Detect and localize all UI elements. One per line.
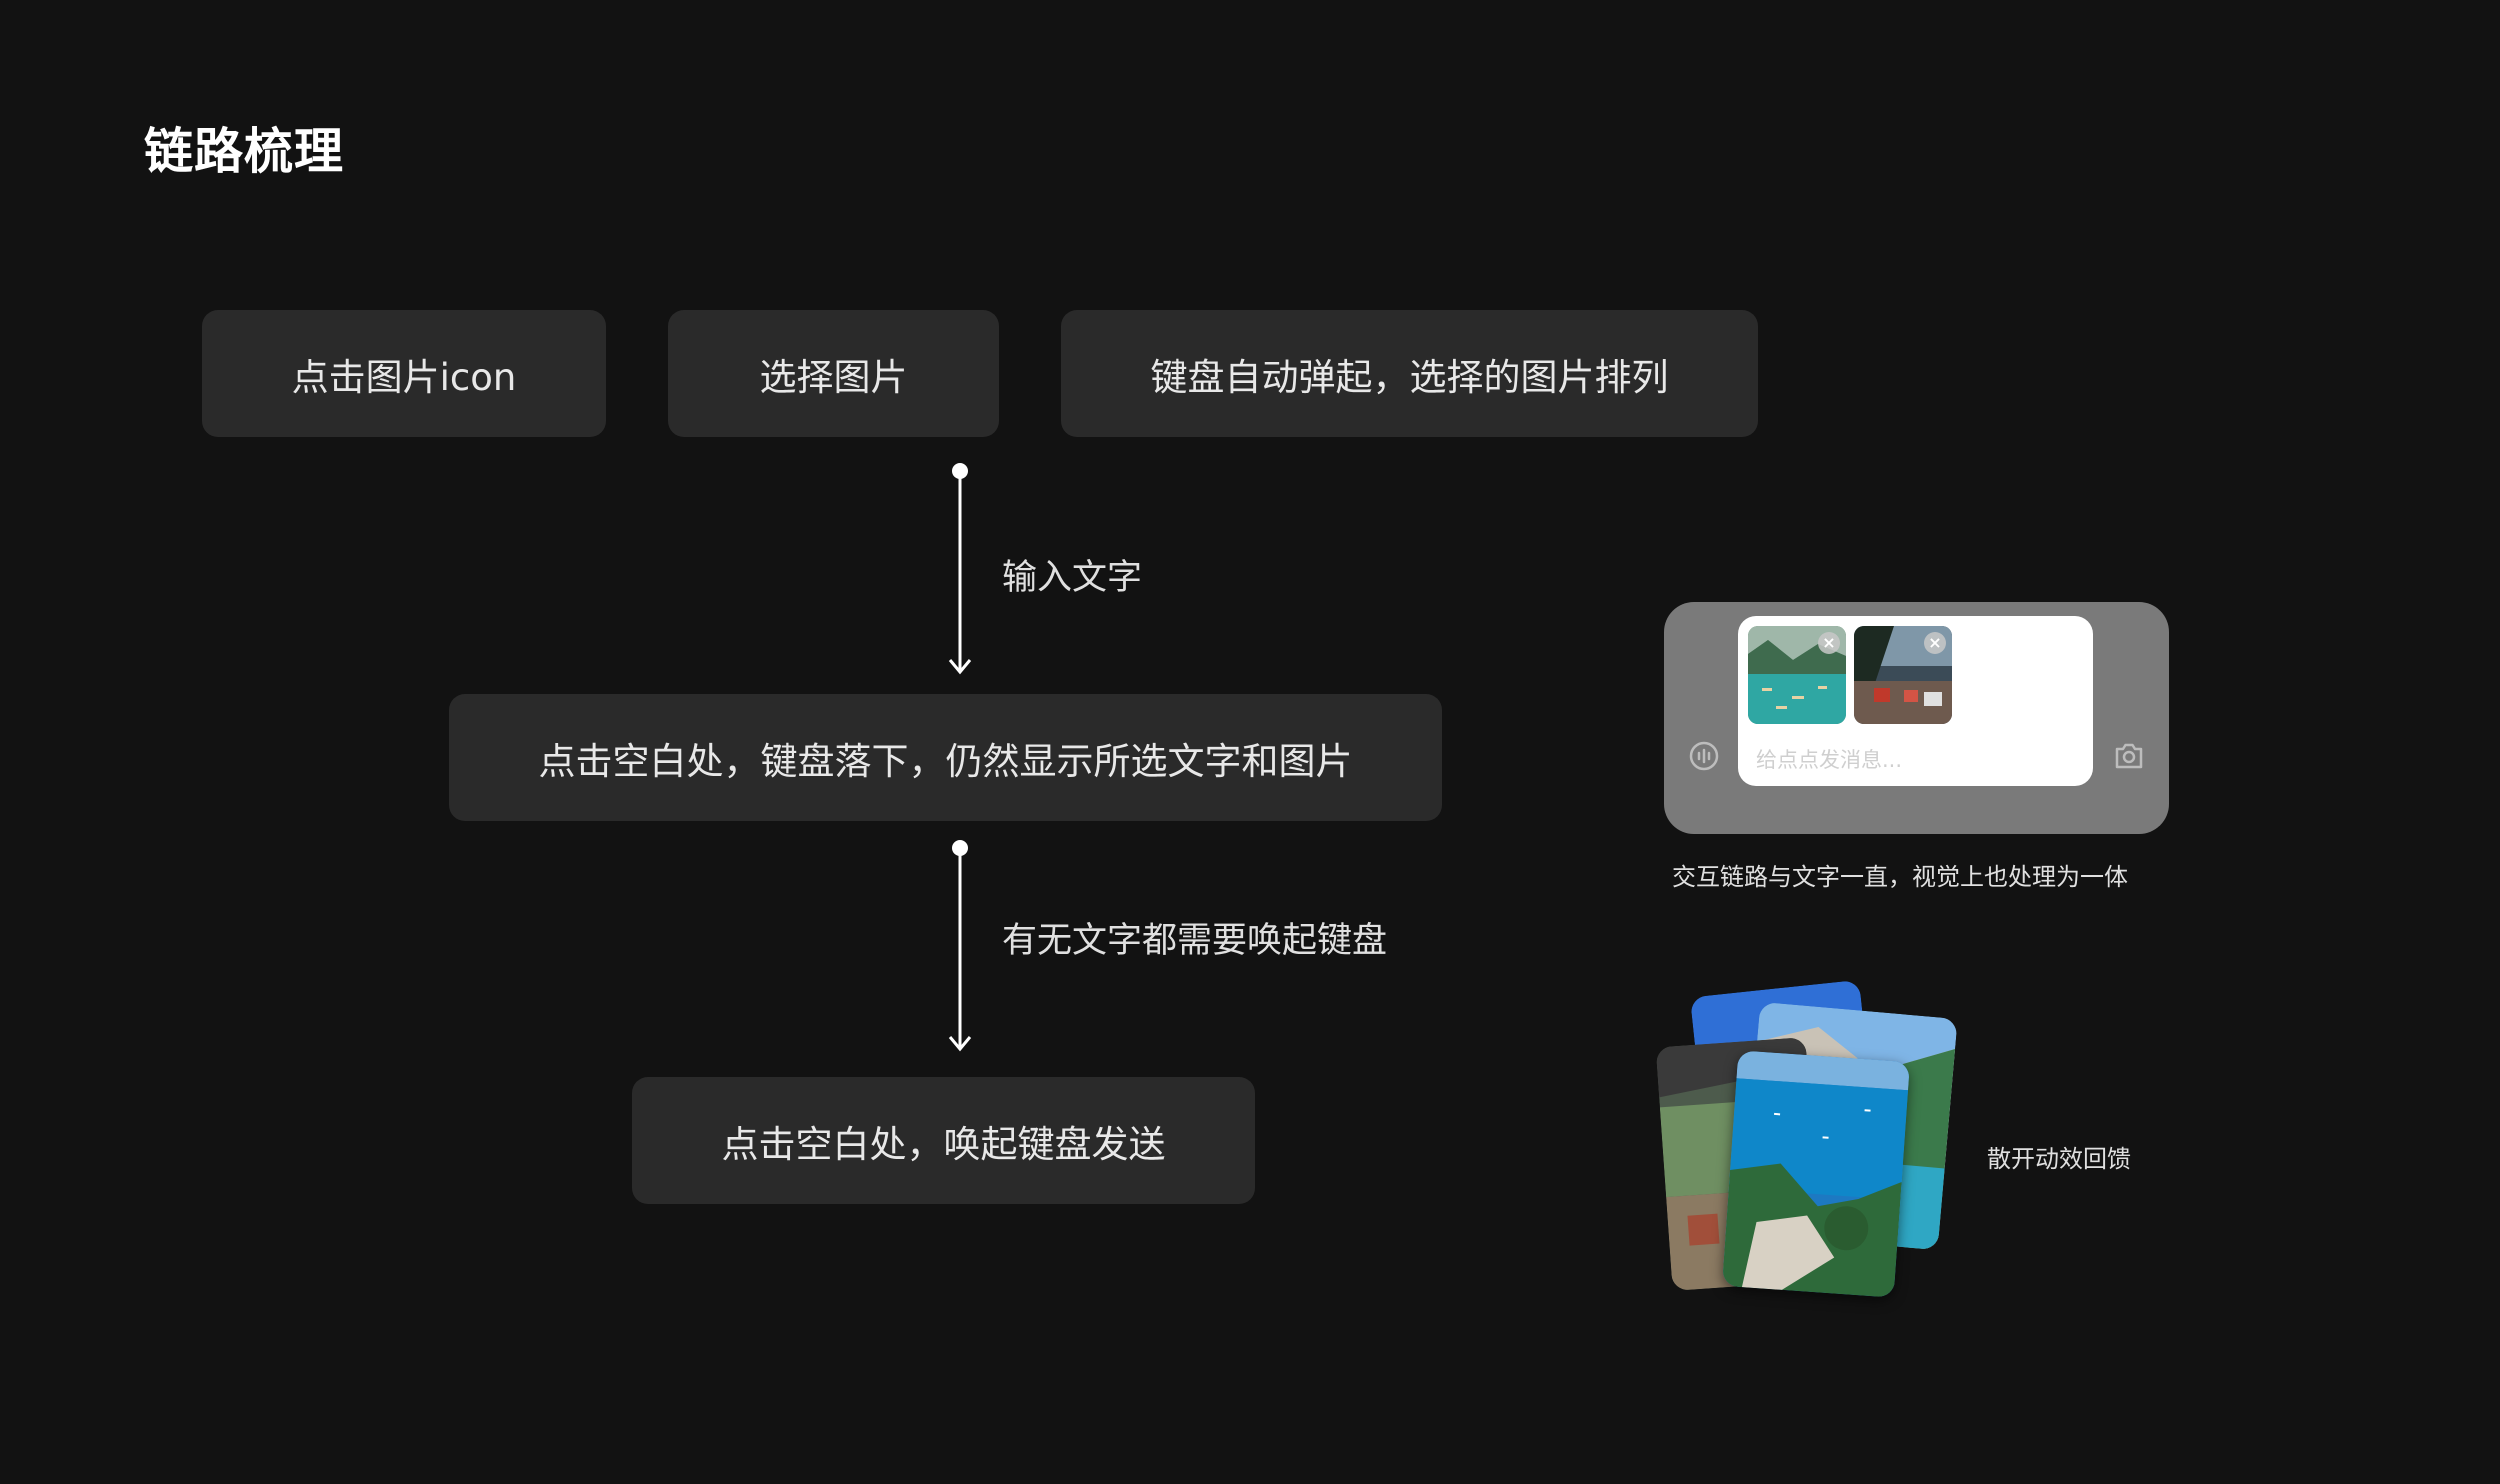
step-send: 点击空白处，唤起键盘发送 — [632, 1077, 1255, 1204]
page-title: 链路梳理 — [144, 123, 345, 180]
close-icon[interactable]: × — [1924, 632, 1946, 654]
selected-image-1: × — [1748, 626, 1846, 724]
connector-label-type-text: 输入文字 — [1002, 558, 1143, 598]
input-bar-mockup: × × 给点点发消息... — [1664, 602, 2169, 834]
mockup-caption: 交互链路与文字一直，视觉上也处理为一体 — [1672, 863, 2128, 891]
step-keyboard-down: 点击空白处，键盘落下，仍然显示所选文字和图片 — [449, 694, 1442, 821]
connector-arrow-1 — [948, 463, 972, 675]
photo-front — [1721, 1050, 1911, 1298]
step-select-images: 选择图片 — [668, 310, 999, 437]
selected-image-2: × — [1854, 626, 1952, 724]
connector-arrow-2 — [948, 840, 972, 1052]
camera-icon[interactable] — [2113, 741, 2145, 771]
message-input-placeholder: 给点点发消息... — [1756, 748, 1903, 772]
input-card[interactable]: × × 给点点发消息... — [1738, 616, 2093, 786]
stack-caption: 散开动效回馈 — [1987, 1145, 2131, 1173]
step-tap-image-icon: 点击图片icon — [202, 310, 606, 437]
coast-photo — [1721, 1050, 1911, 1298]
step-keyboard-auto-up: 键盘自动弹起，选择的图片排列 — [1061, 310, 1758, 437]
voice-icon[interactable] — [1688, 740, 1720, 772]
close-icon[interactable]: × — [1818, 632, 1840, 654]
connector-label-wake-keyboard: 有无文字都需要唤起键盘 — [1002, 921, 1388, 961]
scattered-photo-stack — [1655, 979, 1960, 1300]
